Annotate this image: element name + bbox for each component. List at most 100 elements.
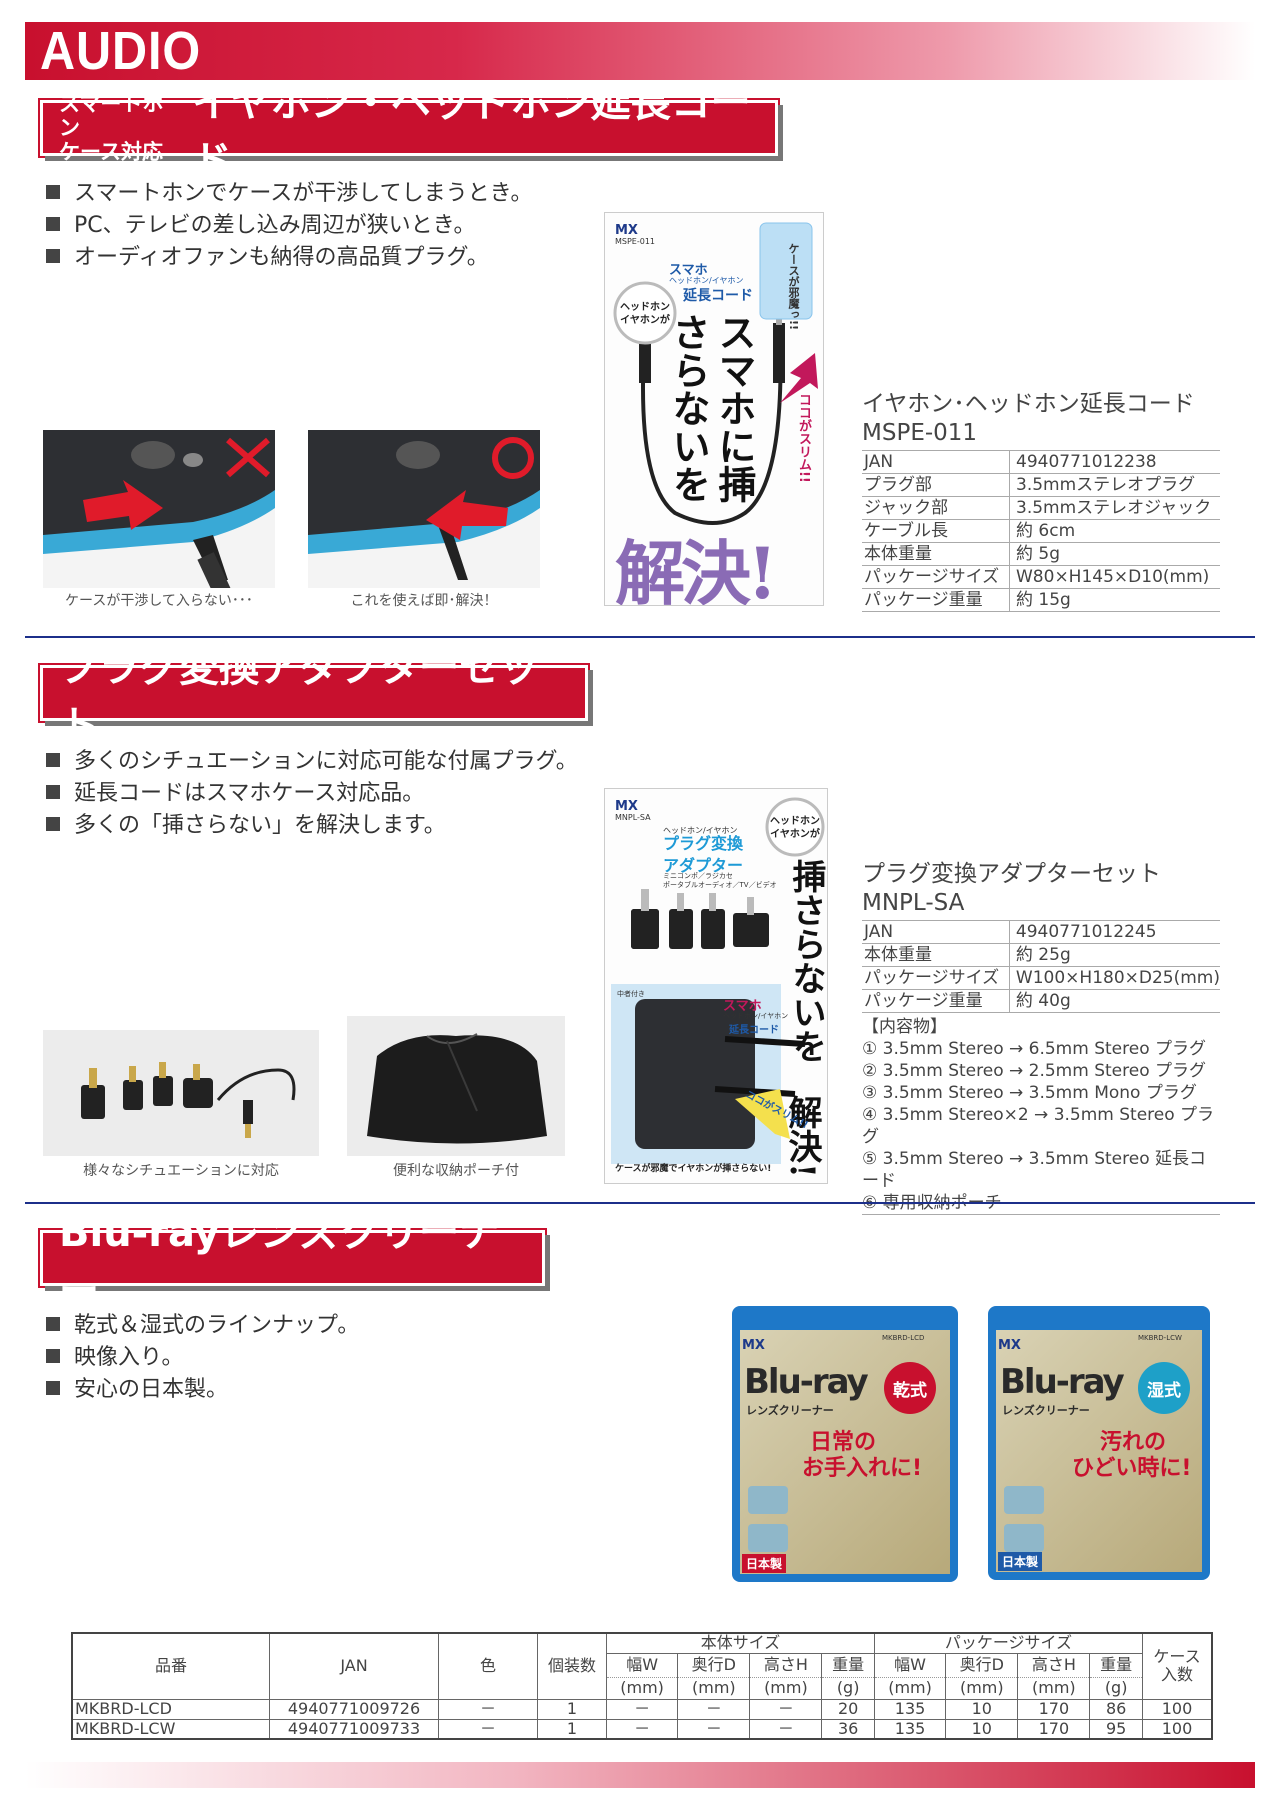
- package-sub3: 延長コード: [729, 1025, 779, 1036]
- brand-logo: MX: [615, 799, 638, 814]
- made-in-japan-badge: 日本製: [998, 1552, 1043, 1571]
- contents-list: 【内容物】 ① 3.5mm Stereo → 6.5mm Stereo プラグ …: [862, 1016, 1220, 1215]
- package-line1: ヘッドホン/イヤホン: [663, 826, 738, 835]
- package-line3: 延長コード: [683, 288, 753, 304]
- banner-title: イヤホン・ヘッドホン延長コード: [191, 80, 751, 184]
- section3-bullets: 乾式＆湿式のラインナップ。 映像入り。 安心の日本製。: [46, 1310, 359, 1406]
- section3-banner: Blu-rayレンズクリーナー: [40, 1210, 545, 1314]
- package-sub2: ヘッドホン/イヤホン: [723, 1012, 789, 1020]
- square-bullet-icon: [46, 1317, 60, 1331]
- section2-bullets: 多くのシチュエーションに対応可能な付属プラグ。 延長コードはスマホケース対応品。…: [46, 746, 578, 842]
- bullet-item: 乾式＆湿式のラインナップ。: [46, 1310, 359, 1342]
- square-bullet-icon: [46, 785, 60, 799]
- type-badge: 湿式: [1138, 1362, 1190, 1414]
- section1-banner: スマートホン ケース対応 イヤホン・ヘッドホン延長コード: [40, 80, 778, 184]
- brand-logo: MX: [742, 1338, 765, 1353]
- banner-small-line1: スマートホン: [59, 92, 164, 140]
- table-header-row: 品番 JAN 色 個装数 本体サイズ パッケージサイズ ケース入数: [71, 1632, 1213, 1700]
- adapters-photo: [43, 1030, 319, 1156]
- brand-logo: MX: [998, 1338, 1021, 1353]
- table-row: パッケージ重量約 15g: [862, 588, 1220, 612]
- section2-banner: プラグ変換アダプターセット: [40, 645, 588, 749]
- contents-title: 【内容物】: [862, 1017, 947, 1037]
- pouch-photo: [347, 1016, 565, 1156]
- package-model: MKBRD-LCW: [1138, 1334, 1182, 1342]
- bullet-item: PC、テレビの差し込み周辺が狭いとき。: [46, 210, 532, 242]
- package-model: MKBRD-LCD: [882, 1334, 925, 1342]
- square-bullet-icon: [46, 185, 60, 199]
- bluray-logo: Blu-ray: [1000, 1362, 1125, 1402]
- table-row: 本体重量約 25g: [862, 943, 1220, 967]
- package-bottom-text: ケースが邪魔でイヤホンが挿さらない!: [615, 1164, 772, 1174]
- square-bullet-icon: [46, 753, 60, 767]
- package-line4: ミニコンポ／ラジカセ: [663, 872, 733, 880]
- package-bubble: ヘッドホン イヤホンが: [620, 302, 670, 326]
- package-phone-text: ケースが邪魔っ!!: [787, 243, 800, 331]
- disc-image: [748, 1524, 788, 1552]
- bullet-item: 多くのシチュエーションに対応可能な付属プラグ。: [46, 746, 578, 778]
- disc-image: [1004, 1486, 1044, 1514]
- bullet-item: 多くの「挿さらない」を解決します。: [46, 810, 578, 842]
- package-line5: ポータブルオーディオ／TV／ビデオ: [663, 881, 777, 889]
- list-item: ② 3.5mm Stereo → 2.5mm Stereo プラグ: [862, 1061, 1207, 1081]
- slogan-line1: 日常の: [810, 1430, 877, 1455]
- banner-small-line2: ケース対応: [59, 140, 163, 164]
- package-mkbrd-lcw: MX MKBRD-LCW Blu-ray レンズクリーナー 湿式 汚れの ひどい…: [988, 1306, 1210, 1580]
- bluray-logo: Blu-ray: [744, 1362, 869, 1402]
- package-model: MNPL-SA: [615, 813, 651, 822]
- spec-title: プラグ変換アダプターセット: [862, 861, 1161, 887]
- package-mspe-011: MX MSPE-011 スマホ ヘッドホン/イヤホン 延長コード ヘッドホン イ…: [604, 212, 824, 606]
- caption-adapters: 様々なシチュエーションに対応: [83, 1163, 279, 1179]
- table-header-row: (mm) (mm) (mm) (g) (mm) (mm) (mm) (g): [72, 1677, 1212, 1700]
- package-sub: レンズクリーナー: [746, 1404, 834, 1417]
- list-item: ⑤ 3.5mm Stereo → 3.5mm Stereo 延長コード: [862, 1149, 1207, 1191]
- phone-photo-good: [308, 430, 540, 588]
- package-line2: ヘッドホン/イヤホン: [669, 276, 744, 285]
- package-vertical-text: スマホに挿さらないを: [666, 313, 757, 503]
- bullet-item: 安心の日本製。: [46, 1374, 359, 1406]
- package-sub: レンズクリーナー: [1002, 1404, 1090, 1417]
- bullet-item: 延長コードはスマホケース対応品。: [46, 778, 578, 810]
- caption-bad: ケースが干渉して入らない･･･: [65, 593, 253, 609]
- phone-photo-bad: [43, 430, 275, 588]
- made-in-japan-badge: 日本製: [742, 1554, 787, 1573]
- header-package-size: パッケージサイズ: [873, 1632, 1144, 1654]
- square-bullet-icon: [46, 217, 60, 231]
- header-color: 色: [438, 1632, 538, 1700]
- square-bullet-icon: [46, 817, 60, 831]
- disc-image: [1004, 1524, 1044, 1552]
- type-badge: 乾式: [884, 1362, 936, 1414]
- package-solve-text: 解決!: [782, 1095, 822, 1178]
- section1-bullets: スマートホンでケースが干渉してしまうとき。 PC、テレビの差し込み周辺が狭いとき…: [46, 178, 532, 274]
- caption-pouch: 便利な収納ポーチ付: [393, 1163, 519, 1179]
- list-item: ① 3.5mm Stereo → 6.5mm Stereo プラグ: [862, 1039, 1207, 1059]
- spec-title: イヤホン･ヘッドホン延長コード: [862, 391, 1195, 417]
- package-mkbrd-lcd: MX MKBRD-LCD Blu-ray レンズクリーナー 乾式 日常の お手入…: [732, 1306, 958, 1582]
- package-line3: アダプター: [663, 856, 744, 875]
- table-row: 本体重量約 5g: [862, 542, 1220, 566]
- section-divider: [25, 1202, 1255, 1204]
- brand-logo: MX: [615, 223, 638, 238]
- disc-image: [748, 1486, 788, 1514]
- bullet-item: オーディオファンも納得の高品質プラグ。: [46, 242, 532, 274]
- package-mnpl-sa: MX MNPL-SA ヘッドホン/イヤホン プラグ変換 アダプター ミニコンポ／…: [604, 788, 828, 1184]
- product-table: 品番 JAN 色 個装数 本体サイズ パッケージサイズ ケース入数 幅W 奥行D…: [71, 1632, 1213, 1740]
- header-qty: 個装数: [537, 1632, 607, 1700]
- package-solve-text: 解決!: [615, 532, 778, 606]
- bullet-item: 映像入り。: [46, 1342, 359, 1374]
- package-bubble: ヘッドホン イヤホンが: [770, 816, 820, 840]
- table-row: ケーブル長約 6cm: [862, 519, 1220, 543]
- list-item: ④ 3.5mm Stereo×2 → 3.5mm Stereo プラグ: [862, 1105, 1215, 1147]
- square-bullet-icon: [46, 249, 60, 263]
- page-title: AUDIO: [40, 21, 202, 81]
